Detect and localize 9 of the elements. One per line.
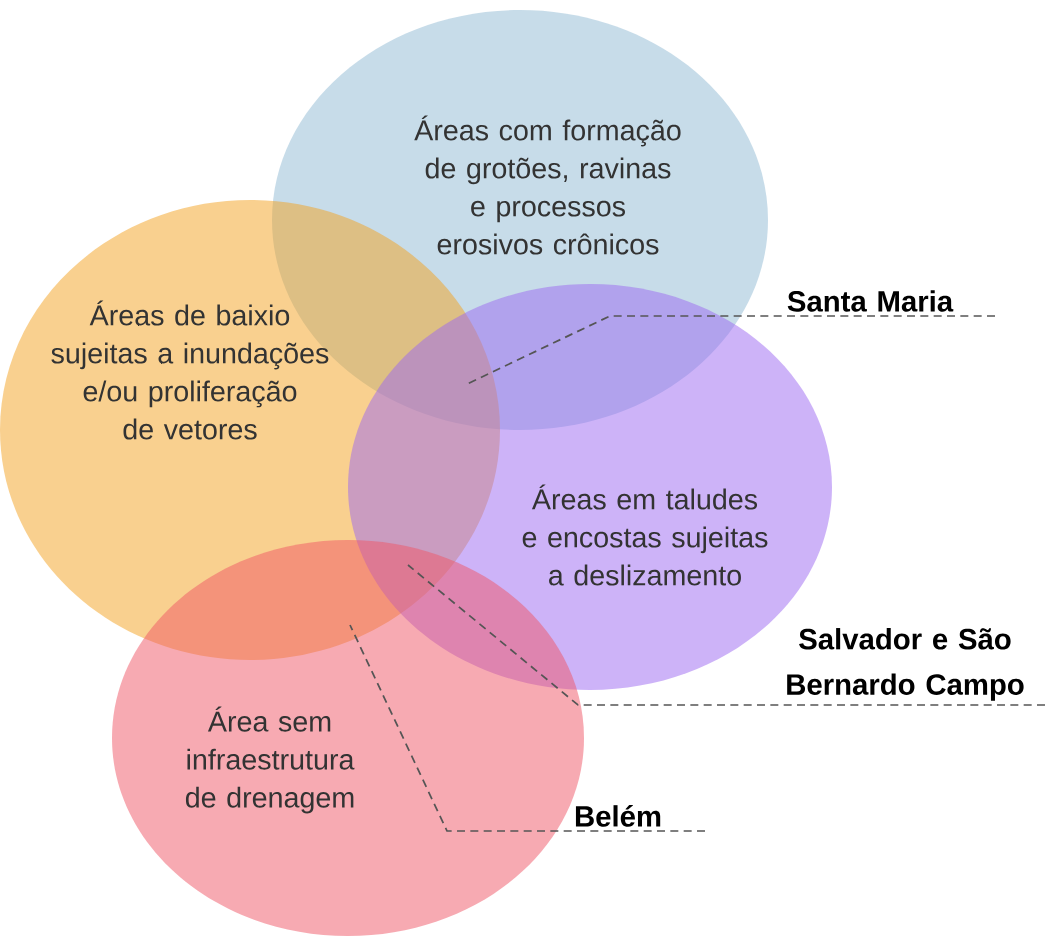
place-label: Belém: [575, 804, 661, 827]
circle-label: Áreas de baixio sujeitas a inundações e/ou proliferação de vetores: [51, 300, 329, 440]
circle-label: Área sem infraestrutura de drenagem: [185, 706, 355, 814]
place-label: Salvador e São Bernardo Campo: [787, 628, 1024, 701]
leader-line: [407, 564, 1046, 706]
circle-label: Áreas em taludes e encostas sujeitas a deslizamento: [522, 484, 768, 586]
place-label: Santa Maria: [787, 290, 954, 312]
leader-line: [349, 624, 706, 832]
circle-label: Áreas com formação de grotões, ravinas e processos erosivos crônicos: [414, 115, 681, 255]
